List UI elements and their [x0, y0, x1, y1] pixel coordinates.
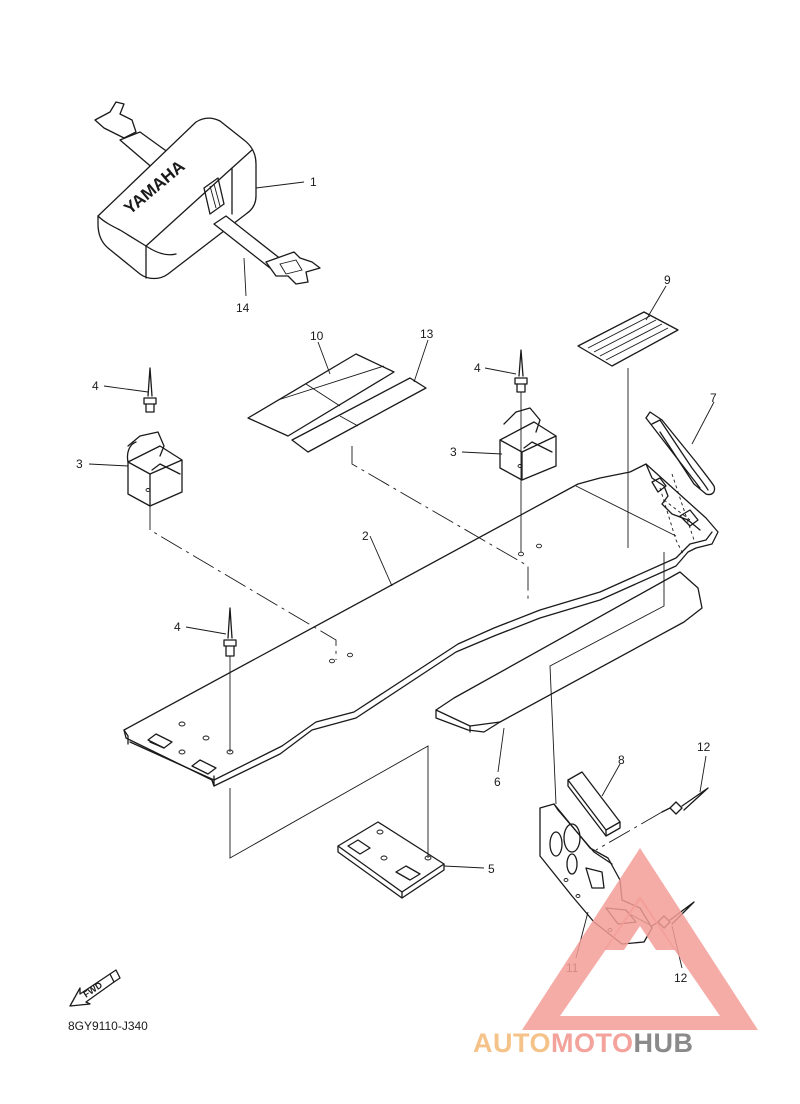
callout-4-upper-right: 4	[474, 361, 481, 375]
watermark-auto: AUTO	[473, 1028, 551, 1058]
callout-1: 1	[310, 175, 317, 189]
svg-text:AUTOMOTOHUB: AUTOMOTOHUB	[473, 1028, 694, 1058]
callout-numbers: 1 14 2 3 3 4 4 4 5 6 7 8 9 10 13 11 12 1…	[76, 175, 717, 985]
watermark-hub: HUB	[634, 1028, 694, 1058]
callout-3-right: 3	[450, 445, 457, 459]
callout-4-upper-left: 4	[92, 379, 99, 393]
pin-upper	[661, 787, 709, 815]
watermark: AUTOMOTOHUB	[473, 848, 758, 1058]
callout-14: 14	[236, 301, 250, 315]
rivet-upper-left	[143, 367, 157, 413]
sticker-9	[577, 311, 679, 367]
diagram-code: 8GY9110-J340	[68, 1019, 148, 1033]
callout-6: 6	[494, 775, 501, 789]
callout-5: 5	[488, 862, 495, 876]
callout-12-lower: 12	[674, 971, 688, 985]
wire-clip	[645, 411, 716, 496]
label-13	[291, 377, 427, 453]
callout-4-lower: 4	[174, 620, 181, 634]
base-plate	[123, 463, 719, 787]
clip-left	[126, 431, 183, 507]
watermark-triangle-icon	[522, 848, 758, 1030]
callout-7: 7	[710, 391, 717, 405]
callout-10: 10	[310, 329, 324, 343]
callout-3-left: 3	[76, 457, 83, 471]
label-10	[247, 353, 395, 437]
rivet-upper-right	[514, 349, 528, 393]
callout-12-upper: 12	[697, 740, 711, 754]
callout-8: 8	[618, 753, 625, 767]
watermark-moto: MOTO	[551, 1028, 634, 1058]
callout-13: 13	[420, 327, 434, 341]
clip-right	[499, 407, 557, 481]
fwd-arrow: FWD	[69, 969, 121, 1007]
callout-9: 9	[664, 273, 671, 287]
storage-bag: YAMAHA	[94, 101, 321, 285]
callout-leaders	[88, 181, 715, 969]
rivet-lower	[223, 607, 237, 657]
foam-block	[567, 771, 621, 837]
assembly-lines	[149, 368, 695, 927]
callout-2: 2	[362, 529, 369, 543]
foam-pad	[435, 571, 703, 733]
